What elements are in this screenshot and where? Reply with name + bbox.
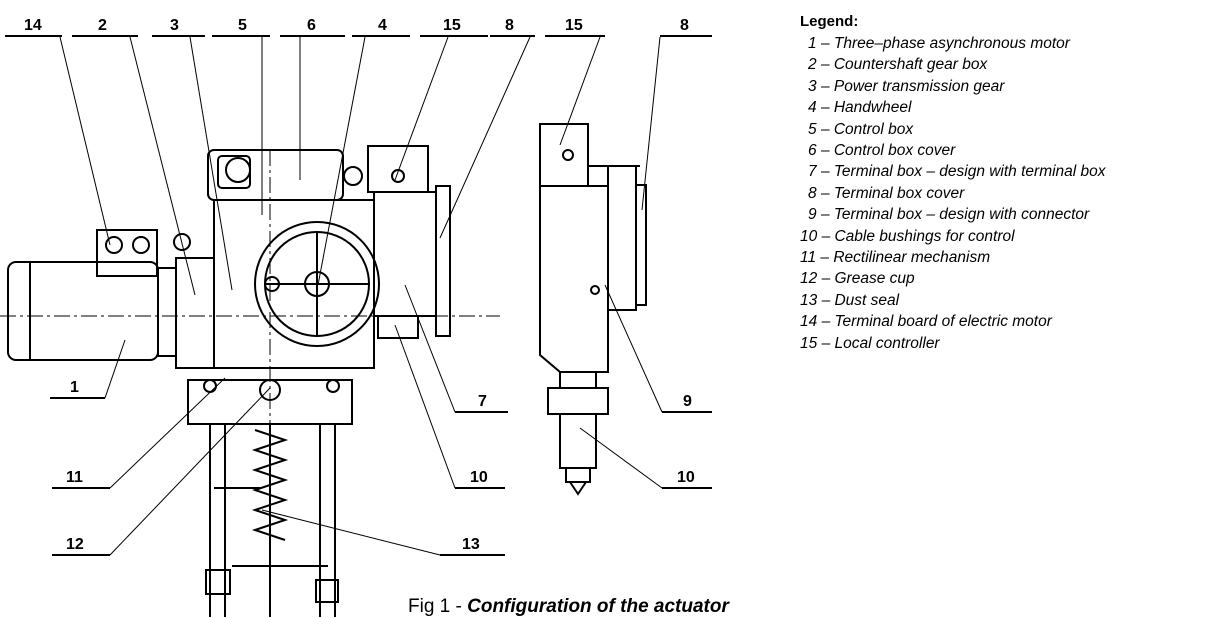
caption-prefix: Fig 1 - xyxy=(408,596,468,617)
figure-caption: Fig 1 - Configuration of the actuator xyxy=(408,596,729,618)
legend-item: 1 – Three–phase asynchronous motor xyxy=(808,35,1070,52)
legend-list: 1 – Three–phase asynchronous motor 2 – C… xyxy=(800,33,1228,354)
callout-10: 10 xyxy=(470,469,488,486)
legend-item: 8 – Terminal box cover xyxy=(808,184,965,202)
legend-item: 10 – Cable bushings for control xyxy=(800,227,1015,245)
callout-10-side: 10 xyxy=(677,469,695,486)
callout-15-side: 15 xyxy=(565,17,583,34)
callout-8-side: 8 xyxy=(680,17,689,34)
legend-item: 2 – Countershaft gear box xyxy=(808,56,988,74)
legend-item: 12 – Grease cup xyxy=(800,270,915,288)
legend-heading: Legend: xyxy=(800,13,859,30)
callout-3: 3 xyxy=(170,17,179,34)
legend-item: 13 – Dust seal xyxy=(800,291,900,309)
legend-item: 4 – Handwheel xyxy=(808,99,912,117)
legend: Legend: 1 – Three–phase asynchronous mot… xyxy=(800,13,1228,354)
legend-item: 11 – Rectilinear mechanism xyxy=(800,249,991,267)
legend-item: 15 – Local controller xyxy=(800,334,940,352)
callout-13: 13 xyxy=(462,536,480,553)
callout-12: 12 xyxy=(66,536,84,553)
legend-item: 5 – Control box xyxy=(808,120,914,138)
legend-item: 9 – Terminal box – design with connector xyxy=(808,206,1090,224)
callout-11: 11 xyxy=(66,469,83,486)
actuator-drawing: 14 2 3 5 6 4 15 8 15 8 1 7 9 11 10 10 12… xyxy=(0,17,712,617)
caption-title: Configuration of the actuator xyxy=(467,596,729,617)
legend-item: 6 – Control box cover xyxy=(808,142,956,160)
callout-5: 5 xyxy=(238,17,247,34)
callout-2: 2 xyxy=(98,17,107,34)
callout-6: 6 xyxy=(307,17,316,34)
legend-item: 7 – Terminal box – design with terminal … xyxy=(808,163,1106,181)
callout-4: 4 xyxy=(378,17,387,34)
legend-item: 3 – Power transmission gear xyxy=(808,77,1005,95)
callout-1: 1 xyxy=(70,379,79,396)
callout-14: 14 xyxy=(24,17,42,34)
callout-7: 7 xyxy=(478,393,487,410)
callout-9: 9 xyxy=(683,393,692,410)
legend-item: 14 – Terminal board of electric motor xyxy=(800,313,1052,331)
callout-15: 15 xyxy=(443,17,461,34)
callout-8: 8 xyxy=(505,17,514,34)
